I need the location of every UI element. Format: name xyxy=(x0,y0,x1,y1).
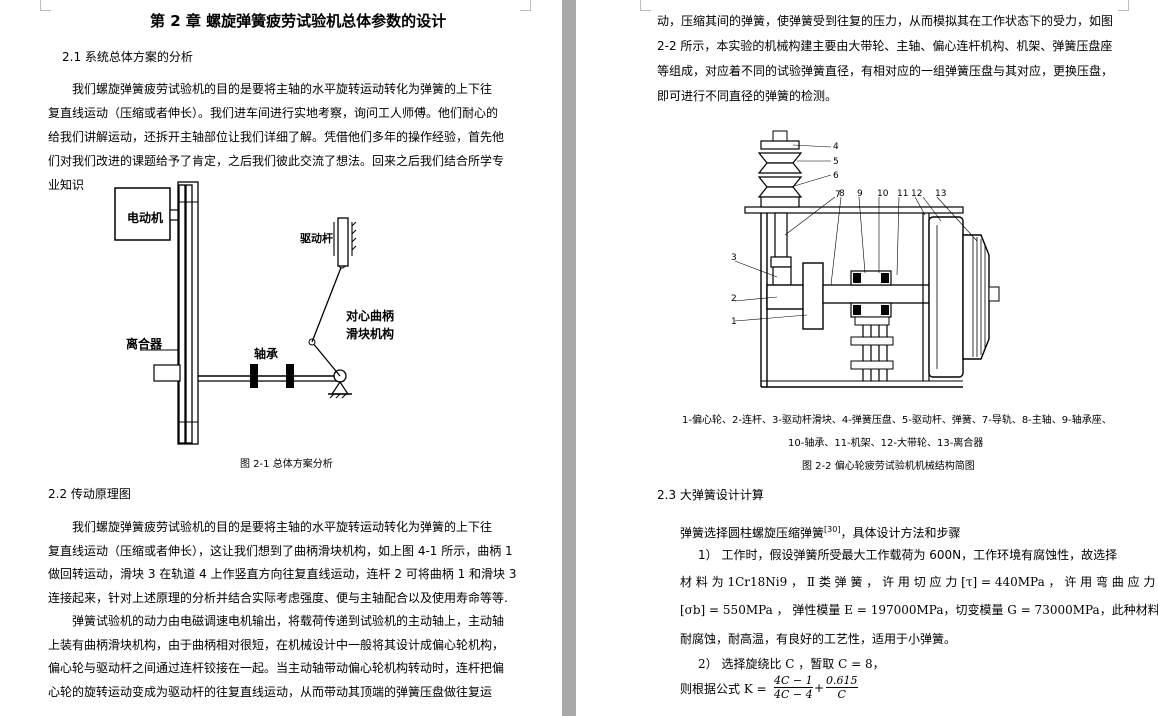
part-number: 5 xyxy=(833,157,839,167)
formula-plus: + xyxy=(814,681,825,695)
motor-label: 电动机 xyxy=(127,210,163,225)
spring-plate xyxy=(760,140,800,150)
part-number: 8 xyxy=(839,189,845,199)
motor-box xyxy=(114,187,171,241)
big-pulley xyxy=(928,216,964,378)
paragraph-line: 上装有曲柄滑块机构，由于曲柄相对很短，在机械设计中一般将其设计成偏心轮机构， xyxy=(48,638,505,652)
belt xyxy=(185,184,193,444)
part-number: 1 xyxy=(731,317,737,327)
paragraph-line: 们对我们改进的课题给予了肯定，之后我们彼此交流了想法。回来之后我们结合所学专 xyxy=(48,154,505,168)
paragraph-line: 弹簧试验机的动力由电磁调速电机输出，将载荷传递到试验机的主动轴上，主动轴 xyxy=(72,614,505,628)
fraction-denominator: 4C − 4 xyxy=(774,688,813,701)
frame-top xyxy=(744,206,964,214)
figure-2-2-legend-line-1: 1-偏心轮、2-连杆、3-驱动杆滑块、4-弹簧压盘、5-驱动杆、弹簧、7-导轨、… xyxy=(682,415,1112,426)
paragraph-line: 偏心轮与驱动杆之间通过连杆铰接在一起。当主动轴带动偏心轮机构转动时，连杆把偏 xyxy=(48,661,505,675)
figure-2-2-legend-line-2: 10-轴承、11-机架、12-大带轮、13-离合器 xyxy=(788,438,984,449)
part-number: 2 xyxy=(731,294,737,304)
mechanism-label-2: 滑块机构 xyxy=(346,326,394,341)
citation-ref[interactable]: [30] xyxy=(824,525,841,534)
paragraph-line: 心轮的旋转运动变成为驱动杆的往复直线运动，从而带动其顶端的弹簧压盘做往复运 xyxy=(48,685,493,699)
connecting-rod xyxy=(311,264,343,343)
paragraph-line: 等组成，对应着不同的试验弹簧直径，有相对应的一组弹簧压盘与其对应，更换压盘， xyxy=(657,64,1114,78)
item-1-line-3: [σb] = 550MPa ， 弹性模量 E = 197000MPa，切变模量 … xyxy=(680,603,1158,617)
right-page: 动，压缩其间的弹簧，使弹簧受到往复的压力，从而模拟其在工作状态下的受力，如图 2… xyxy=(576,0,1158,716)
paragraph-line: 2-2 所示，本实验的机械构建主要由大带轮、主轴、偏心连杆机构、机架、弹簧压盘座 xyxy=(657,39,1113,53)
part-number: 13 xyxy=(935,189,946,199)
spring-intro: 弹簧选择圆柱螺旋压缩弹簧[30]，具体设计方法和步骤 xyxy=(680,523,960,540)
paragraph-line: 动，压缩其间的弹簧，使弹簧受到往复的压力，从而模拟其在工作状态下的受力，如图 xyxy=(657,14,1114,28)
fraction-numerator: 4C − 1 xyxy=(774,674,813,687)
figure-2-1-caption: 图 2-1 总体方案分析 xyxy=(240,459,333,470)
bearing-2 xyxy=(286,364,294,388)
intro-text: 弹簧选择圆柱螺旋压缩弹簧 xyxy=(680,526,825,540)
formula-fraction-1: 4C − 1 4C − 4 xyxy=(774,674,813,701)
paragraph-line: 即可进行不同直径的弹簧的检测。 xyxy=(657,89,838,103)
item-1-line-2: 材 料 为 1Cr18Ni9 ， Ⅱ 类 弹 簧 ， 许 用 切 应 力 [τ]… xyxy=(680,575,1156,589)
left-page: 第 2 章 螺旋弹簧疲劳试验机总体参数的设计 2.1 系统总体方案的分析 我们螺… xyxy=(0,0,562,716)
figure-2-2-caption: 图 2-2 偏心轮疲劳试验机机械结构简图 xyxy=(802,461,975,472)
bearing-1 xyxy=(250,364,258,388)
spring xyxy=(757,186,803,198)
eccentric-wheel xyxy=(766,284,806,310)
paragraph-line: 我们螺旋弹簧疲劳试验机的目的是要将主轴的水平旋转运动转化为弹簧的上下往 xyxy=(72,82,493,96)
clutch-body xyxy=(177,181,199,445)
clutch-label: 离合器 xyxy=(126,336,163,351)
section-2-2-heading: 2.2 传动原理图 xyxy=(48,487,131,501)
section-2-3-heading: 2.3 大弹簧设计计算 xyxy=(657,488,764,502)
part-number: 6 xyxy=(833,171,839,181)
paragraph-line: 给我们讲解运动，还拆开主轴部位让我们详细了解。凭借他们多年的操作经验，首先他 xyxy=(48,130,505,144)
part-number: 12 xyxy=(911,189,922,199)
part-number: 9 xyxy=(857,189,863,199)
section-2-1-heading: 2.1 系统总体方案的分析 xyxy=(62,50,193,64)
page-gutter xyxy=(562,0,576,716)
part-number: 10 xyxy=(877,189,889,199)
intro-tail: ，具体设计方法和步骤 xyxy=(840,526,961,540)
paragraph-line: 业知识 xyxy=(48,178,85,192)
part-number: 7 xyxy=(835,190,841,200)
figure-2-1-diagram: 电动机 离合器 轴承 xyxy=(114,181,394,445)
paragraph-line: 连接起来，针对上述原理的分析并结合实际考虑强度、便与主轴配合以及使用寿命等等. xyxy=(48,591,508,605)
formula-fraction-2: 0.615 C xyxy=(826,674,858,701)
fraction-denominator: C xyxy=(837,688,846,701)
paragraph-line: 复直线运动（压缩或者伸长）。我们进车间进行实地考察，询问工人师傅。他们耐心的 xyxy=(48,106,499,120)
item-1-line-4: 耐腐蚀，耐高温，有良好的工艺性，适用于小弹簧。 xyxy=(680,632,957,646)
formula-prefix: 则根据公式 K = xyxy=(680,682,767,696)
crop-mark xyxy=(1118,0,1129,11)
drive-rod-label: 驱动杆 xyxy=(300,231,333,245)
bearing-label: 轴承 xyxy=(254,346,278,361)
paragraph-line: 做回转运动，滑块 3 在轨道 4 上作竖直方向往复直线运动，连杆 2 可将曲柄 … xyxy=(48,567,517,581)
item-2: 2） 选择旋绕比 C ，暂取 C = 8， xyxy=(698,657,885,671)
fraction-numerator: 0.615 xyxy=(826,674,858,687)
mechanism-label-1: 对心曲柄 xyxy=(346,308,394,323)
belt xyxy=(178,184,186,444)
drive-rod-slider xyxy=(337,217,349,267)
eccentric-disc xyxy=(802,262,824,330)
paragraph-line: 复直线运动（压缩或者伸长），这让我们想到了曲柄滑块机构，如上图 4-1 所示，曲… xyxy=(48,544,513,558)
chapter-title: 第 2 章 螺旋弹簧疲劳试验机总体参数的设计 xyxy=(150,12,447,30)
clutch xyxy=(962,234,990,360)
crop-mark xyxy=(40,0,51,11)
crop-mark xyxy=(520,0,531,11)
crank xyxy=(311,341,341,377)
part-number: 4 xyxy=(833,142,839,152)
crop-mark xyxy=(640,0,651,11)
part-number: 3 xyxy=(731,253,737,263)
figure-2-2-diagram: 4 5 6 7 8 9 10 11 12 13 3 2 1 xyxy=(731,130,1000,388)
part-number: 11 xyxy=(897,189,908,199)
paragraph-line: 我们螺旋弹簧疲劳试验机的目的是要将主轴的水平旋转运动转化为弹簧的上下往 xyxy=(72,520,493,534)
item-1-line-1: 1） 工作时，假设弹簧所受最大工作载荷为 600N，工作环境有腐蚀性，故选择 xyxy=(698,548,1118,562)
